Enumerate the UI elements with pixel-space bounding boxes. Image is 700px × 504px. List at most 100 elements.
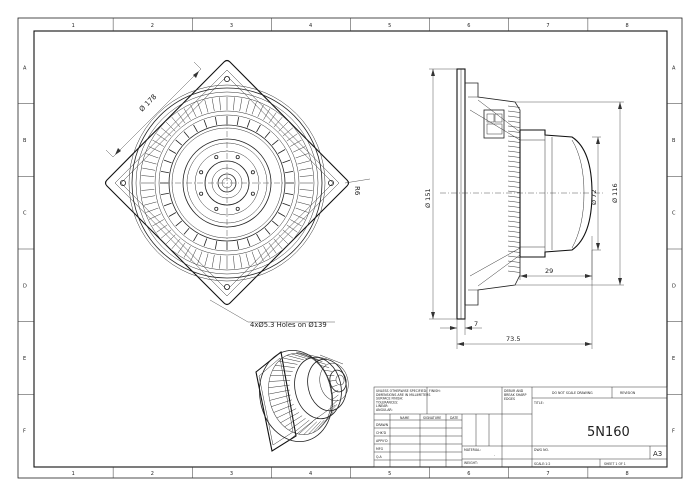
basket-window-edge [204,238,207,246]
basket-window-edge [247,120,250,128]
iso-rib [317,418,327,430]
basket-window-edge [247,238,250,246]
basket-window-edge [176,140,182,145]
side-rib [508,206,520,208]
basket-window-edge [272,140,278,145]
basket-rib [178,243,185,254]
basket-window-edge [272,221,278,226]
basket-rib [142,196,155,198]
bolt [251,192,254,195]
border-row-label: E [23,356,26,362]
basket-rib [258,249,263,261]
holes-note-label: 4xØ5.3 Holes on Ø139 [250,321,327,329]
side-rib [508,271,520,273]
basket-window-edge [278,150,285,154]
bolt [236,207,239,210]
basket-rib [299,196,312,198]
side-rib [508,111,520,113]
flange-7-label: 7 [474,320,478,328]
depth-29-label: 29 [545,267,553,275]
approval-row-label: APPV'D [376,439,388,443]
basket-rib [287,134,298,141]
border-row-label: F [672,429,675,435]
mounting-hole-bottom [224,284,229,289]
border-col-label: 6 [467,471,470,477]
border-col-label: 7 [546,23,549,29]
basket-rib [142,168,155,170]
approval-row-label: CHK'D [376,431,387,435]
side-rib [508,176,520,178]
basket-rib [205,100,208,113]
bolt [200,171,203,174]
approval-row-label: DRAWN [376,423,389,427]
border-col-label: 8 [625,471,628,477]
sheet-label: SHEET 1 OF 1 [604,462,626,466]
side-rib [508,196,520,198]
deburr-note-line: EDGES [504,397,515,401]
side-rib [508,151,520,153]
border-col-label: 8 [625,23,628,29]
basket-rib [212,98,214,111]
basket-rib [293,214,305,219]
side-rib [508,191,520,193]
do-not-scale-label: DO NOT SCALE DRAWING [552,391,593,395]
iso-rib [271,400,291,407]
basket-window-edge [161,171,169,172]
mounting-hole-top [224,76,229,81]
basket-rib [233,256,234,269]
basket-window-edge [257,234,261,241]
basket-rib [191,249,196,261]
side-view [440,69,605,319]
border-row-label: C [672,211,676,217]
side-rib [508,241,520,243]
basket-rib [269,243,276,254]
general-note-line: ANGULAR: [376,408,393,412]
title-block: UNLESS OTHERWISE SPECIFIED:DIMENSIONS AR… [374,387,667,467]
basket-window-edge [282,203,290,206]
isometric-view [251,344,351,451]
border-row-label: A [23,65,27,71]
border-col-label: 4 [309,23,312,29]
basket-window-edge [278,213,285,217]
basket-rib [198,252,202,264]
general-notes: UNLESS OTHERWISE SPECIFIED:DIMENSIONS AR… [375,389,430,412]
border-col-label: 2 [151,23,154,29]
material-value: - [494,453,495,457]
basket-window-edge [204,120,207,128]
basket-rib [144,202,157,205]
side-basket-ribs [508,106,520,273]
basket-rib [300,176,313,177]
side-rib [508,186,520,188]
side-rib [508,211,520,213]
side-rib [508,166,520,168]
basket-window-edge [215,241,216,249]
border-col-label: 5 [388,471,391,477]
basket-window-edge [237,117,238,125]
basket-rib [157,134,168,141]
bolt [236,156,239,159]
side-rib [508,181,520,183]
front-view-dimensions: Ø 178 R6 4xØ5.3 Holes on Ø139 [106,62,370,329]
basket-window-edge [169,150,176,154]
border-col-label: 3 [230,471,233,477]
basket-rib [299,168,312,170]
basket-rib [293,147,305,152]
basket-window-edge [285,193,293,194]
drawing-frame [18,18,682,478]
border-row-label: C [23,211,27,217]
iso-rib [279,361,298,364]
iso-rib [269,385,290,388]
basket-rib [287,225,298,232]
basket-rib [198,102,202,114]
total-depth-label: 73.5 [506,335,520,343]
magnet-assembly [520,130,592,257]
weight-label: WEIGHT: [464,461,478,465]
finish-label: FINISH: [429,389,441,393]
basket-rib [298,161,311,164]
basket-window-edge [176,221,182,226]
sheet-size: A3 [653,450,662,458]
border-row-label: E [672,356,675,362]
basket-rib [258,105,263,117]
